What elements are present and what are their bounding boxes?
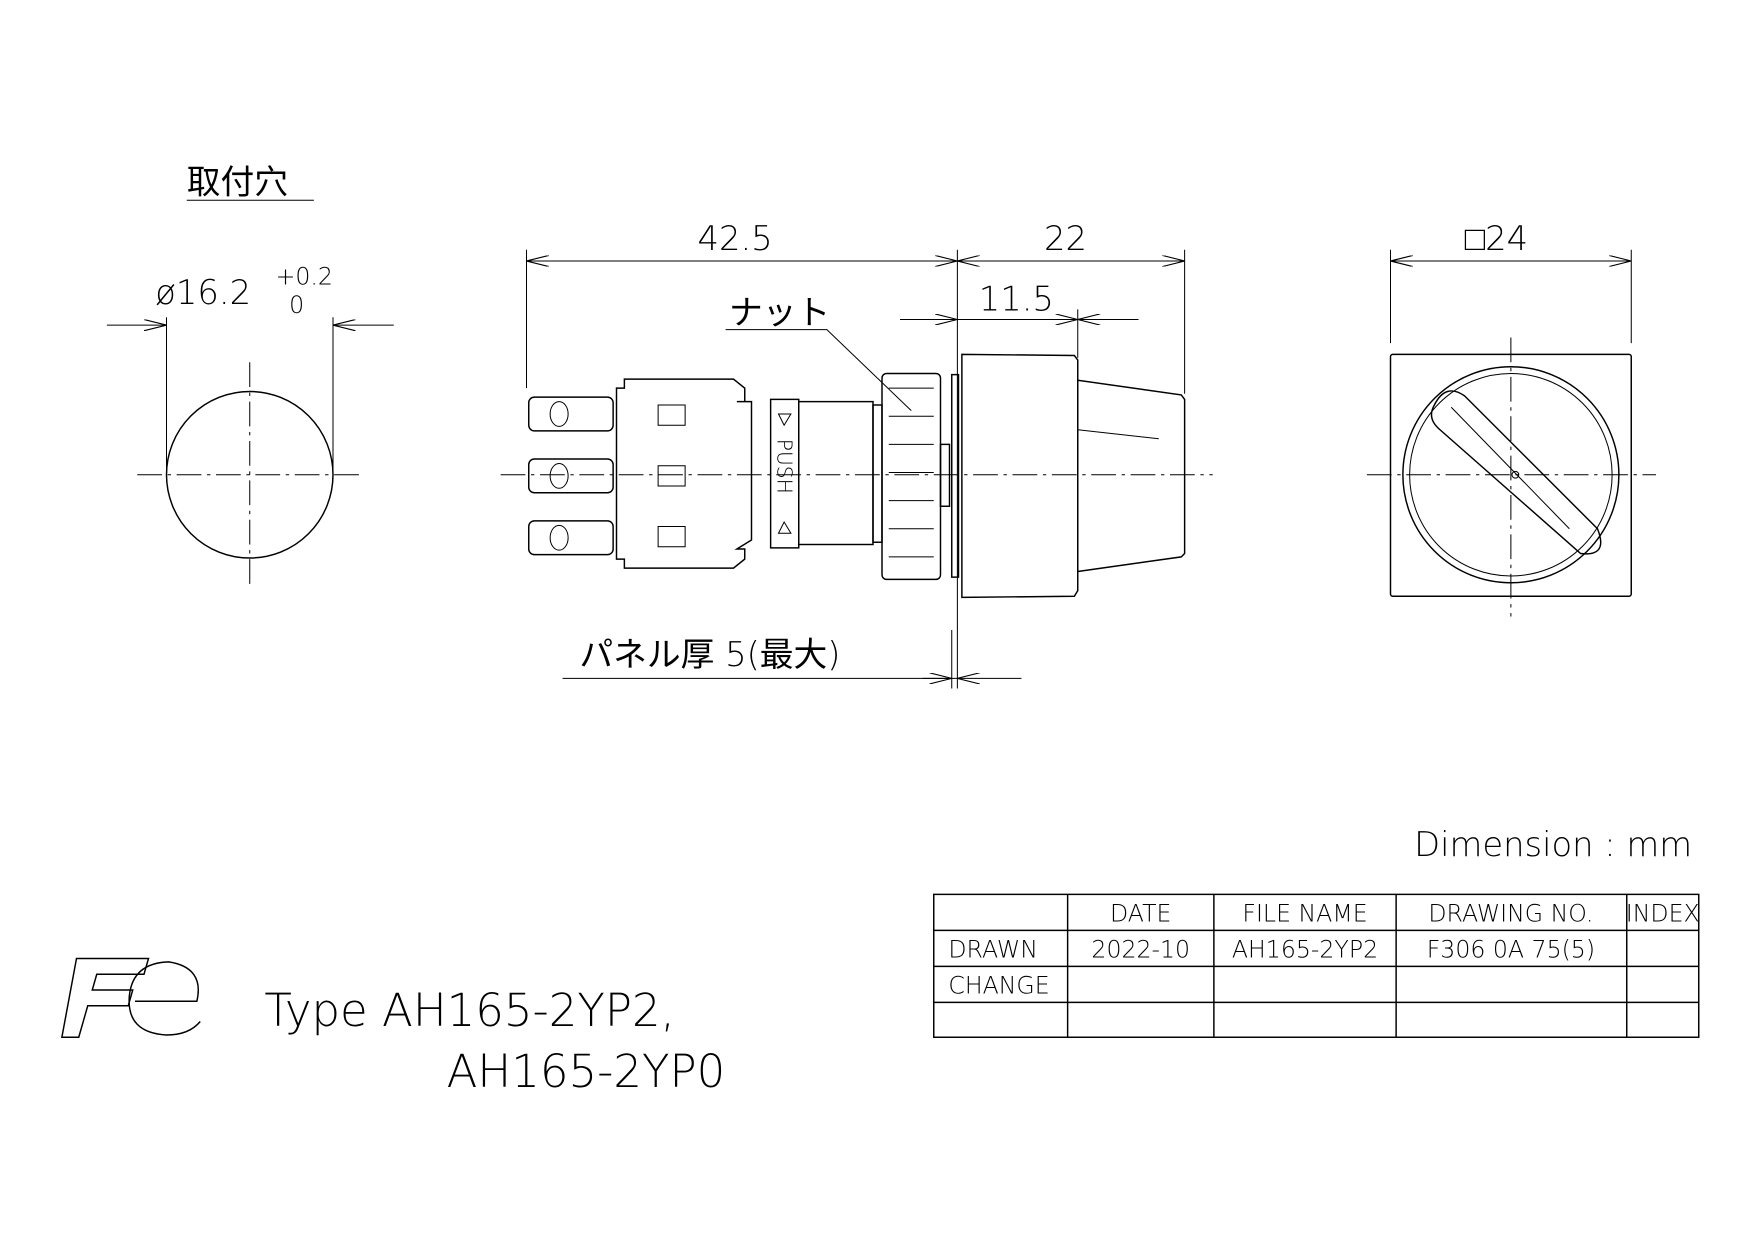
hole-diameter: ø16.2 [155, 273, 251, 312]
row-drawn-drawing-no: F306 0A 75(5) [1427, 935, 1595, 963]
hole-tol-lower: 0 [289, 291, 304, 319]
front-view: □24 [1366, 219, 1656, 617]
row-drawn-label: DRAWN [948, 935, 1038, 963]
dim-square: □24 [1465, 219, 1528, 258]
header-drawing-no: DRAWING NO. [1428, 899, 1593, 927]
push-label: PUSH [772, 439, 796, 494]
header-file-name: FILE NAME [1242, 899, 1367, 927]
mounting-hole-circle [165, 390, 334, 559]
title-block: DATE FILE NAME DRAWING NO. INDEX DRAWN 2… [933, 893, 1700, 1038]
side-view: 42.5 22 11.5 ナット PUSH パネル厚 5(最大) [500, 219, 1213, 689]
units-label: Dimension : mm [1414, 825, 1692, 864]
dim-total-length: 42.5 [698, 219, 773, 258]
header-index: INDEX [1626, 899, 1700, 927]
panel-thickness-label: パネル厚 5(最大) [579, 635, 840, 674]
row-change-label: CHANGE [948, 971, 1049, 999]
mounting-hole-view: 取付穴 ø16.2 +0.2 0 [106, 163, 394, 585]
terminals [528, 396, 614, 556]
type-line-2: AH165-2YP0 [447, 1045, 726, 1098]
row-drawn-file: AH165-2YP2 [1232, 935, 1378, 963]
fe-logo [60, 957, 201, 1038]
nut-label: ナット [729, 293, 830, 332]
row-drawn-date: 2022-10 [1091, 935, 1190, 963]
hole-tol-upper: +0.2 [276, 263, 333, 291]
header-date: DATE [1110, 899, 1171, 927]
dim-front-length: 22 [1044, 219, 1087, 258]
mounting-hole-title: 取付穴 [187, 163, 288, 202]
dim-bezel-length: 11.5 [979, 280, 1054, 319]
type-line-1: Type AH165-2YP2, [264, 984, 675, 1037]
